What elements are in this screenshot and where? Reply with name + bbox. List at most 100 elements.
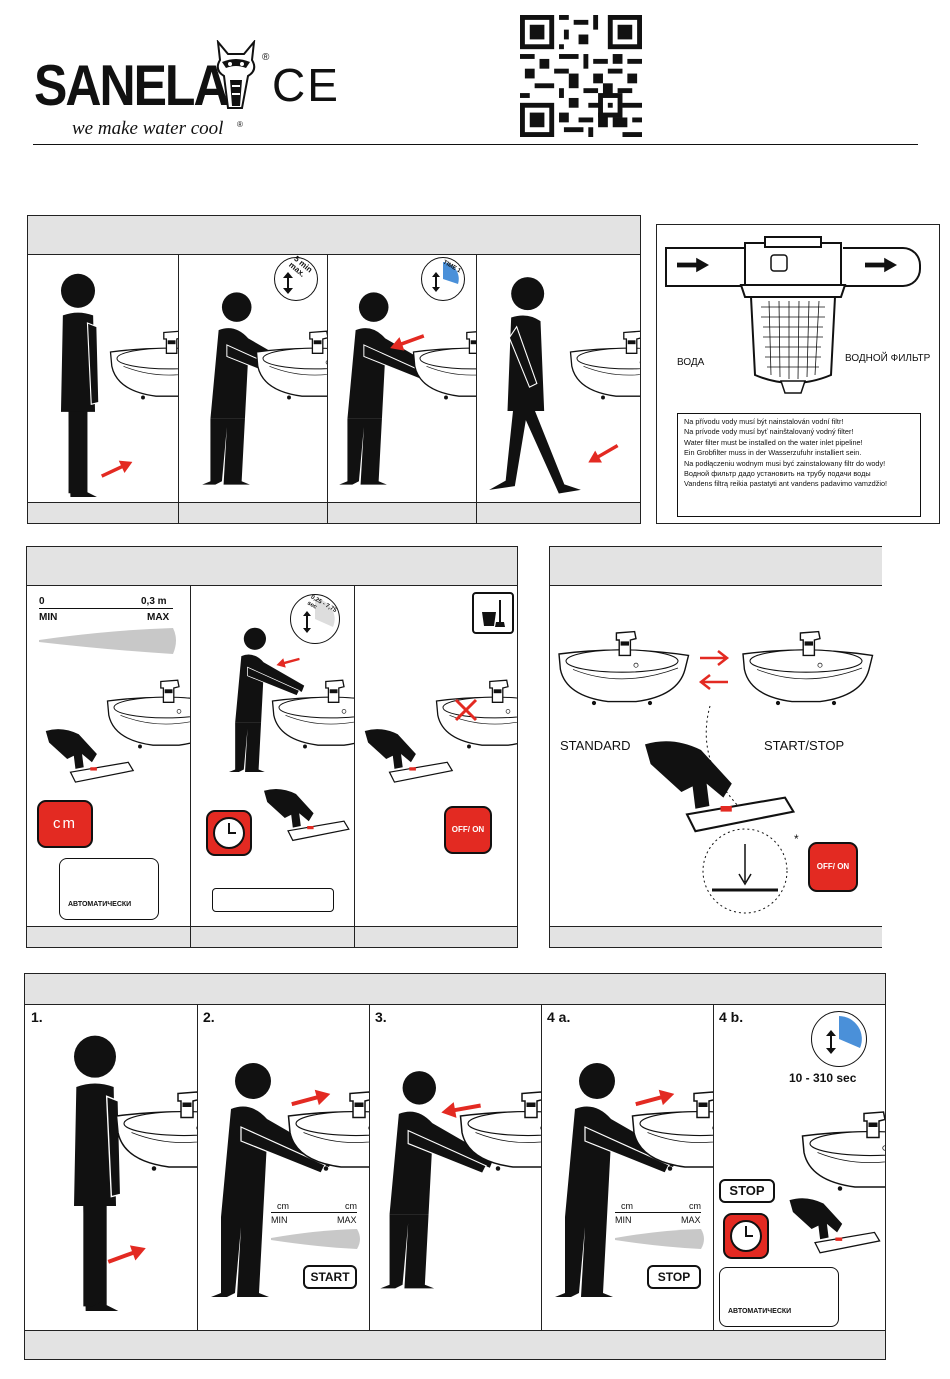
timer-value-box	[212, 888, 334, 912]
sink-icon	[104, 325, 179, 405]
delay-callout: 0,25 - 7,75 sec	[290, 594, 340, 644]
filter-note: Na prívode vody musí byť nainštalovaný v…	[684, 427, 854, 437]
slogan-registered: ®	[237, 120, 243, 129]
filter-notes-box: Na přívodu vody musí být nainstalován vo…	[677, 413, 921, 517]
arrow-right-icon	[700, 650, 730, 666]
cm-range-button[interactable]: cm	[37, 800, 93, 848]
clock-button[interactable]	[723, 1213, 769, 1259]
range-max-label: MAX	[147, 612, 170, 623]
range-min-label: MIN	[39, 612, 58, 623]
auto-mode-box: АВТОМАТИЧЕСКИ	[59, 858, 159, 920]
ce-mark: CE	[272, 59, 340, 111]
qr-code[interactable]	[520, 15, 642, 137]
cm-left: cm	[277, 1201, 289, 1211]
filter-note: Water filter must be installed on the wa…	[684, 437, 863, 447]
header-divider	[33, 144, 918, 145]
label-start-stop: START/STOP	[764, 738, 845, 753]
filter-note: Ein Grobfilter muss in der Wasserzufuhr …	[684, 448, 862, 458]
onoff-setting-cell: OFF/ ON	[354, 586, 517, 927]
auto-mode-box: АВТОМАТИЧЕСКИ	[719, 1267, 839, 1327]
arrow-up-down-icon	[303, 611, 311, 633]
usage-sequence-footer	[28, 502, 640, 523]
mode-switch-panel: STANDARD START/STOP * OFF/ ON	[549, 546, 882, 948]
clock-icon	[213, 817, 245, 849]
sensor-beam-icon	[615, 1229, 704, 1249]
sink-icon	[564, 325, 640, 405]
mode-off-on-button[interactable]: OFF/ ON	[808, 842, 858, 892]
timer-setting-cell: 0,25 - 7,75 sec	[190, 586, 355, 927]
arrow-up-down-icon	[283, 272, 293, 294]
sink-standard-icon	[552, 618, 692, 718]
hand-remote-icon	[256, 786, 352, 850]
usage-sequence-header	[28, 216, 640, 255]
sequence-step-3: 3.	[369, 1005, 542, 1331]
min-label: MIN	[615, 1215, 632, 1225]
step-number: 4 a.	[547, 1009, 571, 1025]
sequence-step-2: 2. cm cm MIN MAX START	[197, 1005, 370, 1331]
sink-icon	[266, 674, 355, 754]
mode-switch-footer	[550, 926, 882, 947]
max-label: MAX	[681, 1215, 701, 1225]
arrow-up-down-icon	[432, 272, 440, 292]
sink-icon	[795, 1103, 885, 1199]
logo-wordmark: SANELA	[34, 53, 230, 118]
cleaning-mode-icon	[472, 592, 514, 634]
cross-icon	[454, 698, 478, 722]
hand-remote-icon	[37, 726, 137, 792]
range-max-value: 0,3 m	[141, 596, 167, 607]
step-number: 2.	[203, 1009, 215, 1025]
usage-step-2: 5 min max.	[178, 255, 328, 503]
sensor-beam-icon	[271, 1229, 360, 1249]
standing-person-icon	[48, 270, 108, 497]
sink-start-stop-icon	[736, 618, 876, 718]
filter-note: Водной фильтр дадо установить на трубу п…	[684, 469, 871, 479]
hand-remote-icon	[356, 726, 456, 792]
stop-label: STOP	[719, 1179, 775, 1203]
flow-arrow-in-icon	[677, 257, 709, 273]
filter-note: Na podłączeniu wodnym musi być zainstalo…	[684, 458, 886, 468]
sequence-step-4b: 4 b. 10 - 310 sec STOP АВТОМАТИЧЕСКИ	[713, 1005, 885, 1331]
slogan: we make water cool	[72, 118, 224, 139]
range-setting-cell: 0 0,3 m MIN MAX cm АВТОМАТИЧЕСКИ	[27, 586, 191, 927]
usage-step-1	[28, 255, 179, 503]
range-line	[39, 608, 173, 609]
max-time-callout: 5 min max.	[274, 255, 318, 301]
flow-arrow-out-icon	[865, 257, 897, 273]
filter-note: Vandens filtrą reikia pastatyti ant vand…	[684, 479, 888, 489]
step-number: 4 b.	[719, 1009, 744, 1025]
sequence-step-4a: 4 a. cm cm MIN MAX STOP	[541, 1005, 714, 1331]
auto-stop-time: 10 - 310 sec	[789, 1071, 857, 1085]
sink-icon	[109, 1083, 198, 1179]
mode-switch-header	[550, 547, 882, 586]
water-filter-panel: ВОДА ВОДНОЙ ФИЛЬТР Na přívodu vody musí …	[656, 224, 940, 524]
start-stop-panel: 1. 2. cm cm MIN MAX START 3. 4	[24, 973, 886, 1360]
filter-note: Na přívodu vody musí být nainstalován vo…	[684, 417, 844, 426]
step-number: 1.	[31, 1009, 43, 1025]
start-button[interactable]: START	[303, 1265, 357, 1289]
registered-mark: ®	[262, 52, 270, 63]
stop-button[interactable]: STOP	[647, 1265, 701, 1289]
off-on-button[interactable]: OFF/ ON	[444, 806, 492, 854]
usage-step-3: TIME 1	[327, 255, 477, 503]
label-filter: ВОДНОЙ ФИЛЬТР	[845, 353, 931, 364]
timer-callout: TIME 1	[421, 257, 465, 301]
cm-left: cm	[621, 1201, 633, 1211]
cm-right: cm	[345, 1201, 357, 1211]
start-stop-footer	[25, 1330, 885, 1359]
raccoon-icon	[216, 40, 256, 109]
settings-footer	[27, 926, 517, 947]
step-number: 3.	[375, 1009, 387, 1025]
clock-button[interactable]	[206, 810, 252, 856]
sink-icon	[250, 325, 328, 405]
arrow-up-down-icon	[826, 1030, 836, 1054]
max-label: MAX	[337, 1215, 357, 1225]
start-stop-header	[25, 974, 885, 1005]
min-label: MIN	[271, 1215, 288, 1225]
auto-stop-callout	[811, 1011, 867, 1067]
settings-header	[27, 547, 517, 586]
sequence-step-1: 1.	[25, 1005, 198, 1331]
usage-sequence-panel: 5 min max. TIME 1	[27, 215, 641, 524]
press-detail-icon	[702, 828, 788, 914]
cm-right: cm	[689, 1201, 701, 1211]
settings-panel: 0 0,3 m MIN MAX cm АВТОМАТИЧЕСКИ 0,25 - …	[26, 546, 518, 948]
